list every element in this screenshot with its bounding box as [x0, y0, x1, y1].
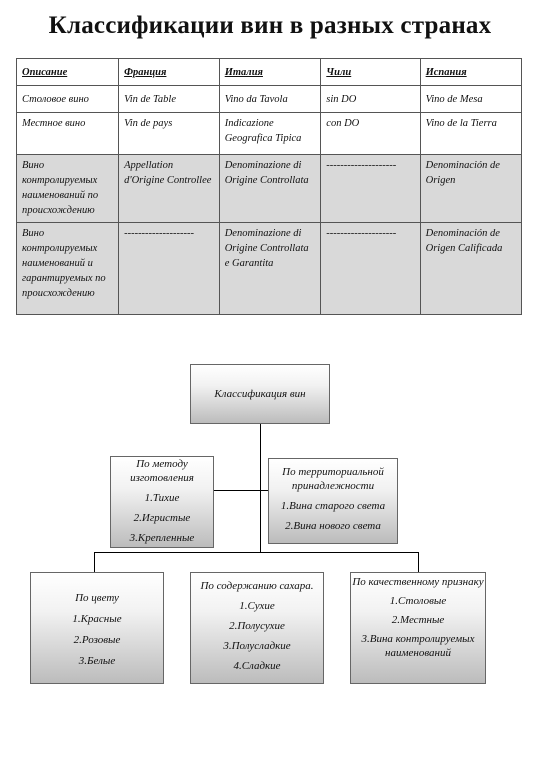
connector-line — [260, 424, 261, 552]
table-cell: Denominazione di Origine Controllata — [218, 154, 322, 223]
node-method: По методу изготовления 1.Тихие 2.Игристы… — [110, 456, 214, 548]
table-cell: Вино контролируемых наименований по прои… — [15, 154, 120, 223]
node-item: 3.Вина контролируемых наименований — [361, 633, 475, 659]
table-cell: sin DO — [320, 85, 421, 113]
table-cell: -------------------- — [320, 222, 421, 315]
node-sugar: По содержанию сахара. 1.Сухие 2.Полусухи… — [190, 572, 324, 684]
root-node: Классификация вин — [190, 364, 330, 424]
table-header-row: Описание Франция Италия Чили Испания — [15, 58, 523, 86]
table-cell: Denominazione di Origine Controllata e G… — [218, 222, 322, 315]
table-cell: Vino de Mesa — [419, 85, 523, 113]
node-quality: По качественному признаку 1.Столовые 2.М… — [350, 572, 486, 684]
table-cell: Denominación de Origen — [419, 154, 523, 223]
table-cell: Столовое вино — [15, 85, 120, 113]
node-item: 1.Сухие — [239, 600, 275, 612]
table-row: Вино контролируемых наименований и гаран… — [15, 222, 523, 315]
table-row: Столовое вино Vin de Table Vino da Tavol… — [15, 85, 523, 113]
table-cell: -------------------- — [118, 222, 220, 315]
table-row: Местное вино Vin de pays Indicazione Geo… — [15, 112, 523, 155]
node-item: 3.Полусладкие — [223, 640, 291, 652]
table-cell: con DO — [320, 112, 421, 155]
table-row: Вино контролируемых наименований по прои… — [15, 154, 523, 223]
root-label: Классификация вин — [214, 388, 306, 400]
table-cell: -------------------- — [320, 154, 421, 223]
page-title: Классификации вин в разных странах — [48, 12, 492, 39]
connector-line — [418, 552, 419, 572]
node-title: По территориальной принадлежности — [282, 466, 384, 492]
connector-line — [210, 490, 268, 491]
table-cell: Appellation d'Origine Controllee — [118, 154, 220, 223]
node-item: 1.Тихие — [144, 492, 180, 504]
table-cell: Местное вино — [15, 112, 120, 155]
table-cell: Vin de Table — [118, 85, 220, 113]
node-item: 2.Полусухие — [229, 620, 285, 632]
header-france: Франция — [118, 58, 220, 86]
table-cell: Вино контролируемых наименований и гаран… — [15, 222, 120, 315]
table-cell: Denominación de Origen Calificada — [419, 222, 523, 315]
node-title: По методу изготовления — [130, 458, 194, 484]
node-title: По цвету — [75, 592, 119, 604]
connector-line — [94, 552, 418, 553]
header-spain: Испания — [419, 58, 523, 86]
node-item: 2.Вина нового света — [285, 520, 381, 532]
node-item: 1.Красные — [72, 613, 122, 625]
table-cell: Vin de pays — [118, 112, 220, 155]
header-chile: Чили — [320, 58, 421, 86]
connector-line — [94, 552, 95, 572]
node-item: 3.Крепленные — [129, 532, 195, 544]
node-color: По цвету 1.Красные 2.Розовые 3.Белые — [30, 572, 164, 684]
header-description: Описание — [15, 58, 120, 86]
node-territory: По территориальной принадлежности 1.Вина… — [268, 458, 398, 544]
node-item: 2.Розовые — [73, 634, 121, 646]
node-item: 2.Местные — [391, 614, 445, 626]
node-item: 2.Игристые — [133, 512, 191, 524]
node-title: По качественному признаку — [352, 576, 484, 588]
node-item: 1.Вина старого света — [280, 500, 386, 512]
node-item: 4.Сладкие — [233, 660, 281, 672]
node-item: 1.Столовые — [389, 595, 447, 607]
table-cell: Vino da Tavola — [218, 85, 322, 113]
header-italy: Италия — [218, 58, 322, 86]
table-cell: Indicazione Geografica Tipica — [218, 112, 322, 155]
node-title: По содержанию сахара. — [200, 580, 314, 592]
table-cell: Vino de la Tierra — [419, 112, 523, 155]
wine-classification-table: Описание Франция Италия Чили Испания Сто… — [15, 58, 523, 315]
node-item: 3.Белые — [78, 655, 116, 667]
